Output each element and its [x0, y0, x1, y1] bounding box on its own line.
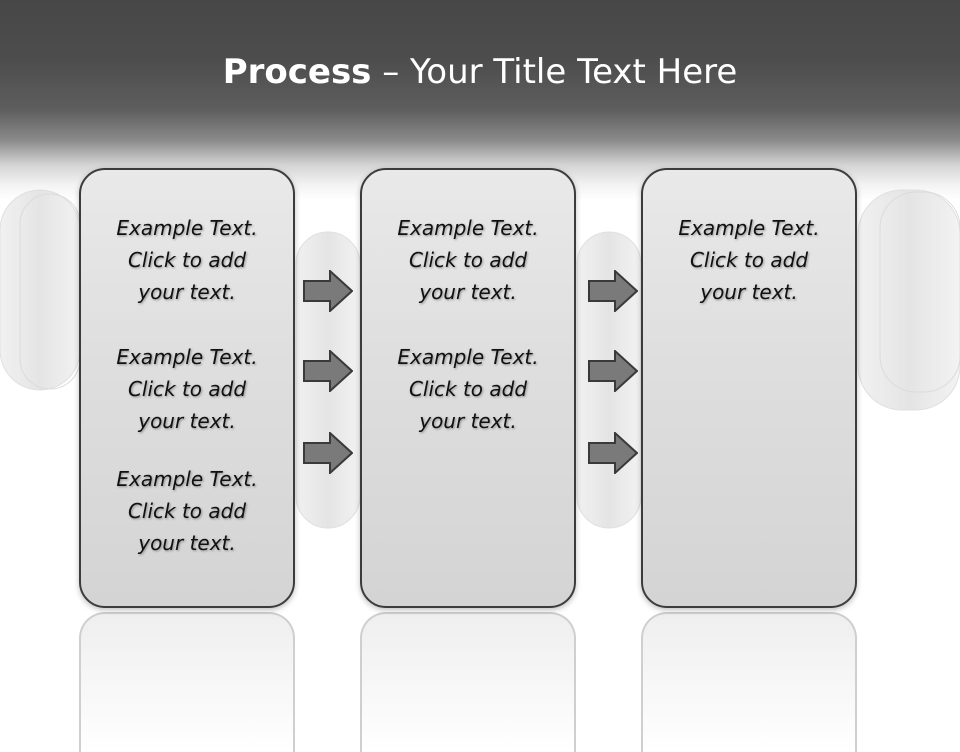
right-arrow-icon [303, 432, 353, 474]
slide-title[interactable]: Process – Your Title Text Here [0, 52, 960, 92]
text-placeholder[interactable]: Example Text. Click to add your text. [397, 345, 539, 433]
process-step-box-3[interactable]: Example Text. Click to add your text. [641, 168, 857, 608]
text-placeholder[interactable]: Example Text. Click to add your text. [116, 467, 258, 555]
header-banner [0, 0, 960, 200]
box-reflection [79, 612, 295, 752]
title-strong: Process [222, 52, 372, 92]
text-placeholder[interactable]: Example Text. Click to add your text. [116, 345, 258, 433]
process-step-box-1[interactable]: Example Text. Click to add your text. Ex… [79, 168, 295, 608]
title-rest: – Your Title Text Here [371, 52, 738, 92]
right-arrow-icon [588, 270, 638, 312]
right-arrow-icon [588, 432, 638, 474]
right-arrow-icon [303, 350, 353, 392]
text-placeholder[interactable]: Example Text. Click to add your text. [116, 216, 258, 304]
right-arrow-icon [303, 270, 353, 312]
text-placeholder[interactable]: Example Text. Click to add your text. [678, 216, 820, 304]
right-arrow-icon [588, 350, 638, 392]
process-step-box-2[interactable]: Example Text. Click to add your text. Ex… [360, 168, 576, 608]
box-reflection [641, 612, 857, 752]
text-placeholder[interactable]: Example Text. Click to add your text. [397, 216, 539, 304]
box-reflection [360, 612, 576, 752]
